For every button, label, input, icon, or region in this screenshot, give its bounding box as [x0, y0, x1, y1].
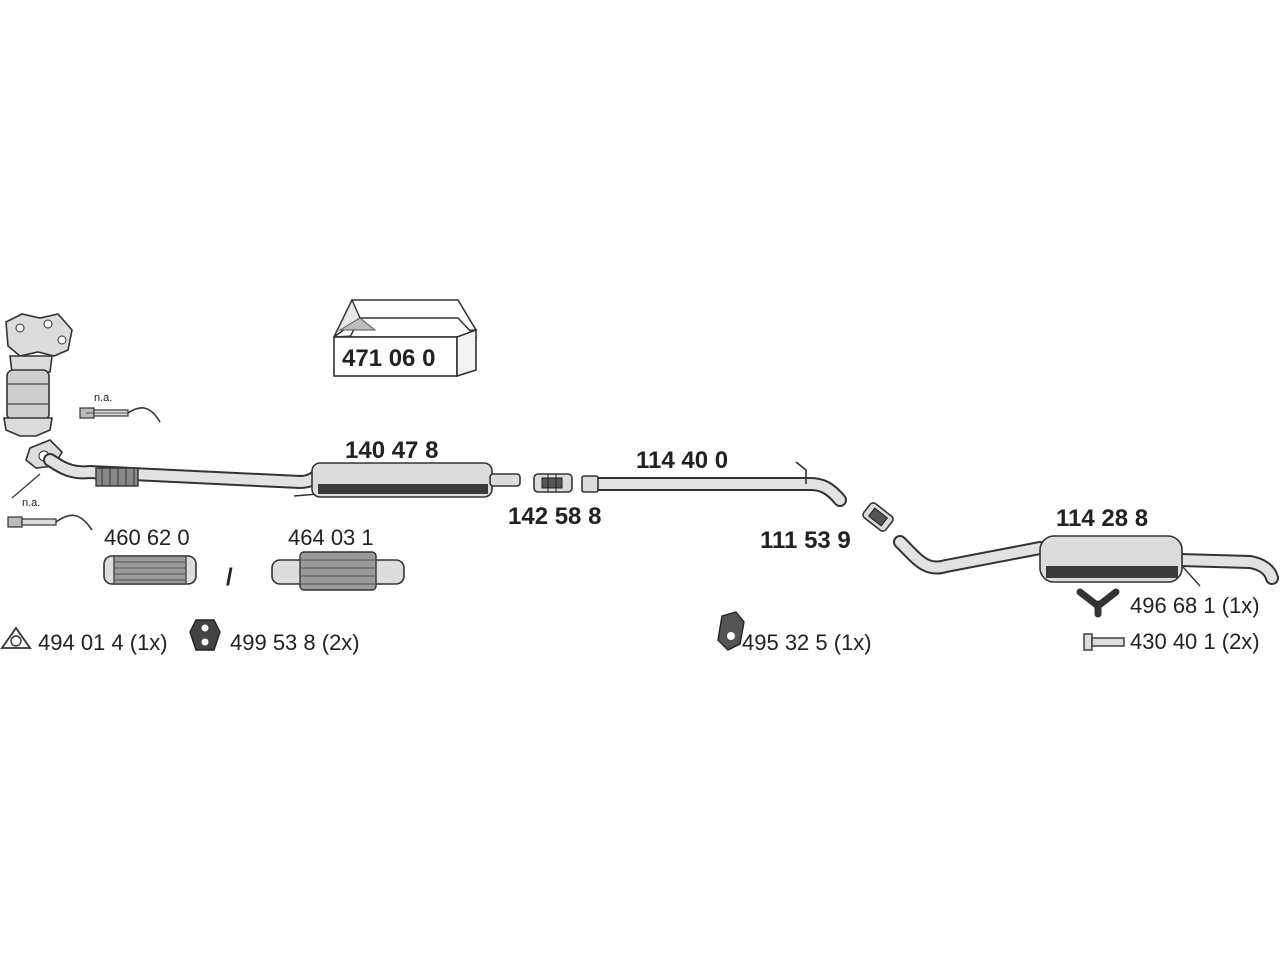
- rubber-mount-label: 499 53 8 (2x): [230, 630, 360, 655]
- rear-muffler-label: 114 28 8: [1056, 505, 1148, 532]
- middle-pipe[interactable]: [581, 461, 847, 507]
- gasket-label: 494 01 4 (1x): [38, 630, 168, 655]
- hanger-label: 495 32 5 (1x): [742, 630, 872, 655]
- clamp-2[interactable]: [861, 501, 894, 532]
- clamp-1[interactable]: [533, 473, 573, 493]
- bracket-label: 496 68 1 (1x): [1130, 593, 1260, 618]
- front-muffler[interactable]: [311, 462, 521, 498]
- flex-pipe-2[interactable]: [271, 551, 405, 591]
- open-box-icon[interactable]: [332, 298, 478, 378]
- front-pipe[interactable]: [25, 439, 327, 497]
- oxygen-sensor-1[interactable]: [79, 407, 161, 423]
- middle-pipe-label: 114 40 0: [636, 447, 728, 474]
- bolt-icon[interactable]: [1083, 633, 1125, 651]
- clamp-1-label: 142 58 8: [508, 503, 601, 530]
- separator: /: [226, 564, 233, 591]
- rear-muffler[interactable]: [1039, 535, 1201, 587]
- flex-pipe-1-label: 460 62 0: [104, 525, 190, 550]
- catalytic-converter[interactable]: [3, 313, 73, 437]
- hanger-clamp-icon[interactable]: [717, 611, 745, 651]
- oxygen-sensor-2[interactable]: [7, 514, 93, 531]
- rubber-mount-icon[interactable]: [189, 619, 221, 651]
- sensor-note-2: n.a.: [22, 497, 40, 509]
- flex-pipe-2-label: 464 03 1: [288, 525, 374, 550]
- clamp-2-label: 111 53 9: [760, 527, 851, 554]
- y-bracket-icon[interactable]: [1076, 588, 1120, 618]
- pointer-line: [11, 473, 41, 499]
- front-muffler-label: 140 47 8: [345, 437, 438, 464]
- bolt-label: 430 40 1 (2x): [1130, 629, 1260, 654]
- sensor-note-1: n.a.: [94, 392, 112, 404]
- flex-pipe-1[interactable]: [103, 555, 197, 585]
- rear-pipe[interactable]: [893, 535, 1279, 585]
- triangle-gasket-icon[interactable]: [0, 626, 32, 649]
- kit-number: 471 06 0: [342, 345, 435, 372]
